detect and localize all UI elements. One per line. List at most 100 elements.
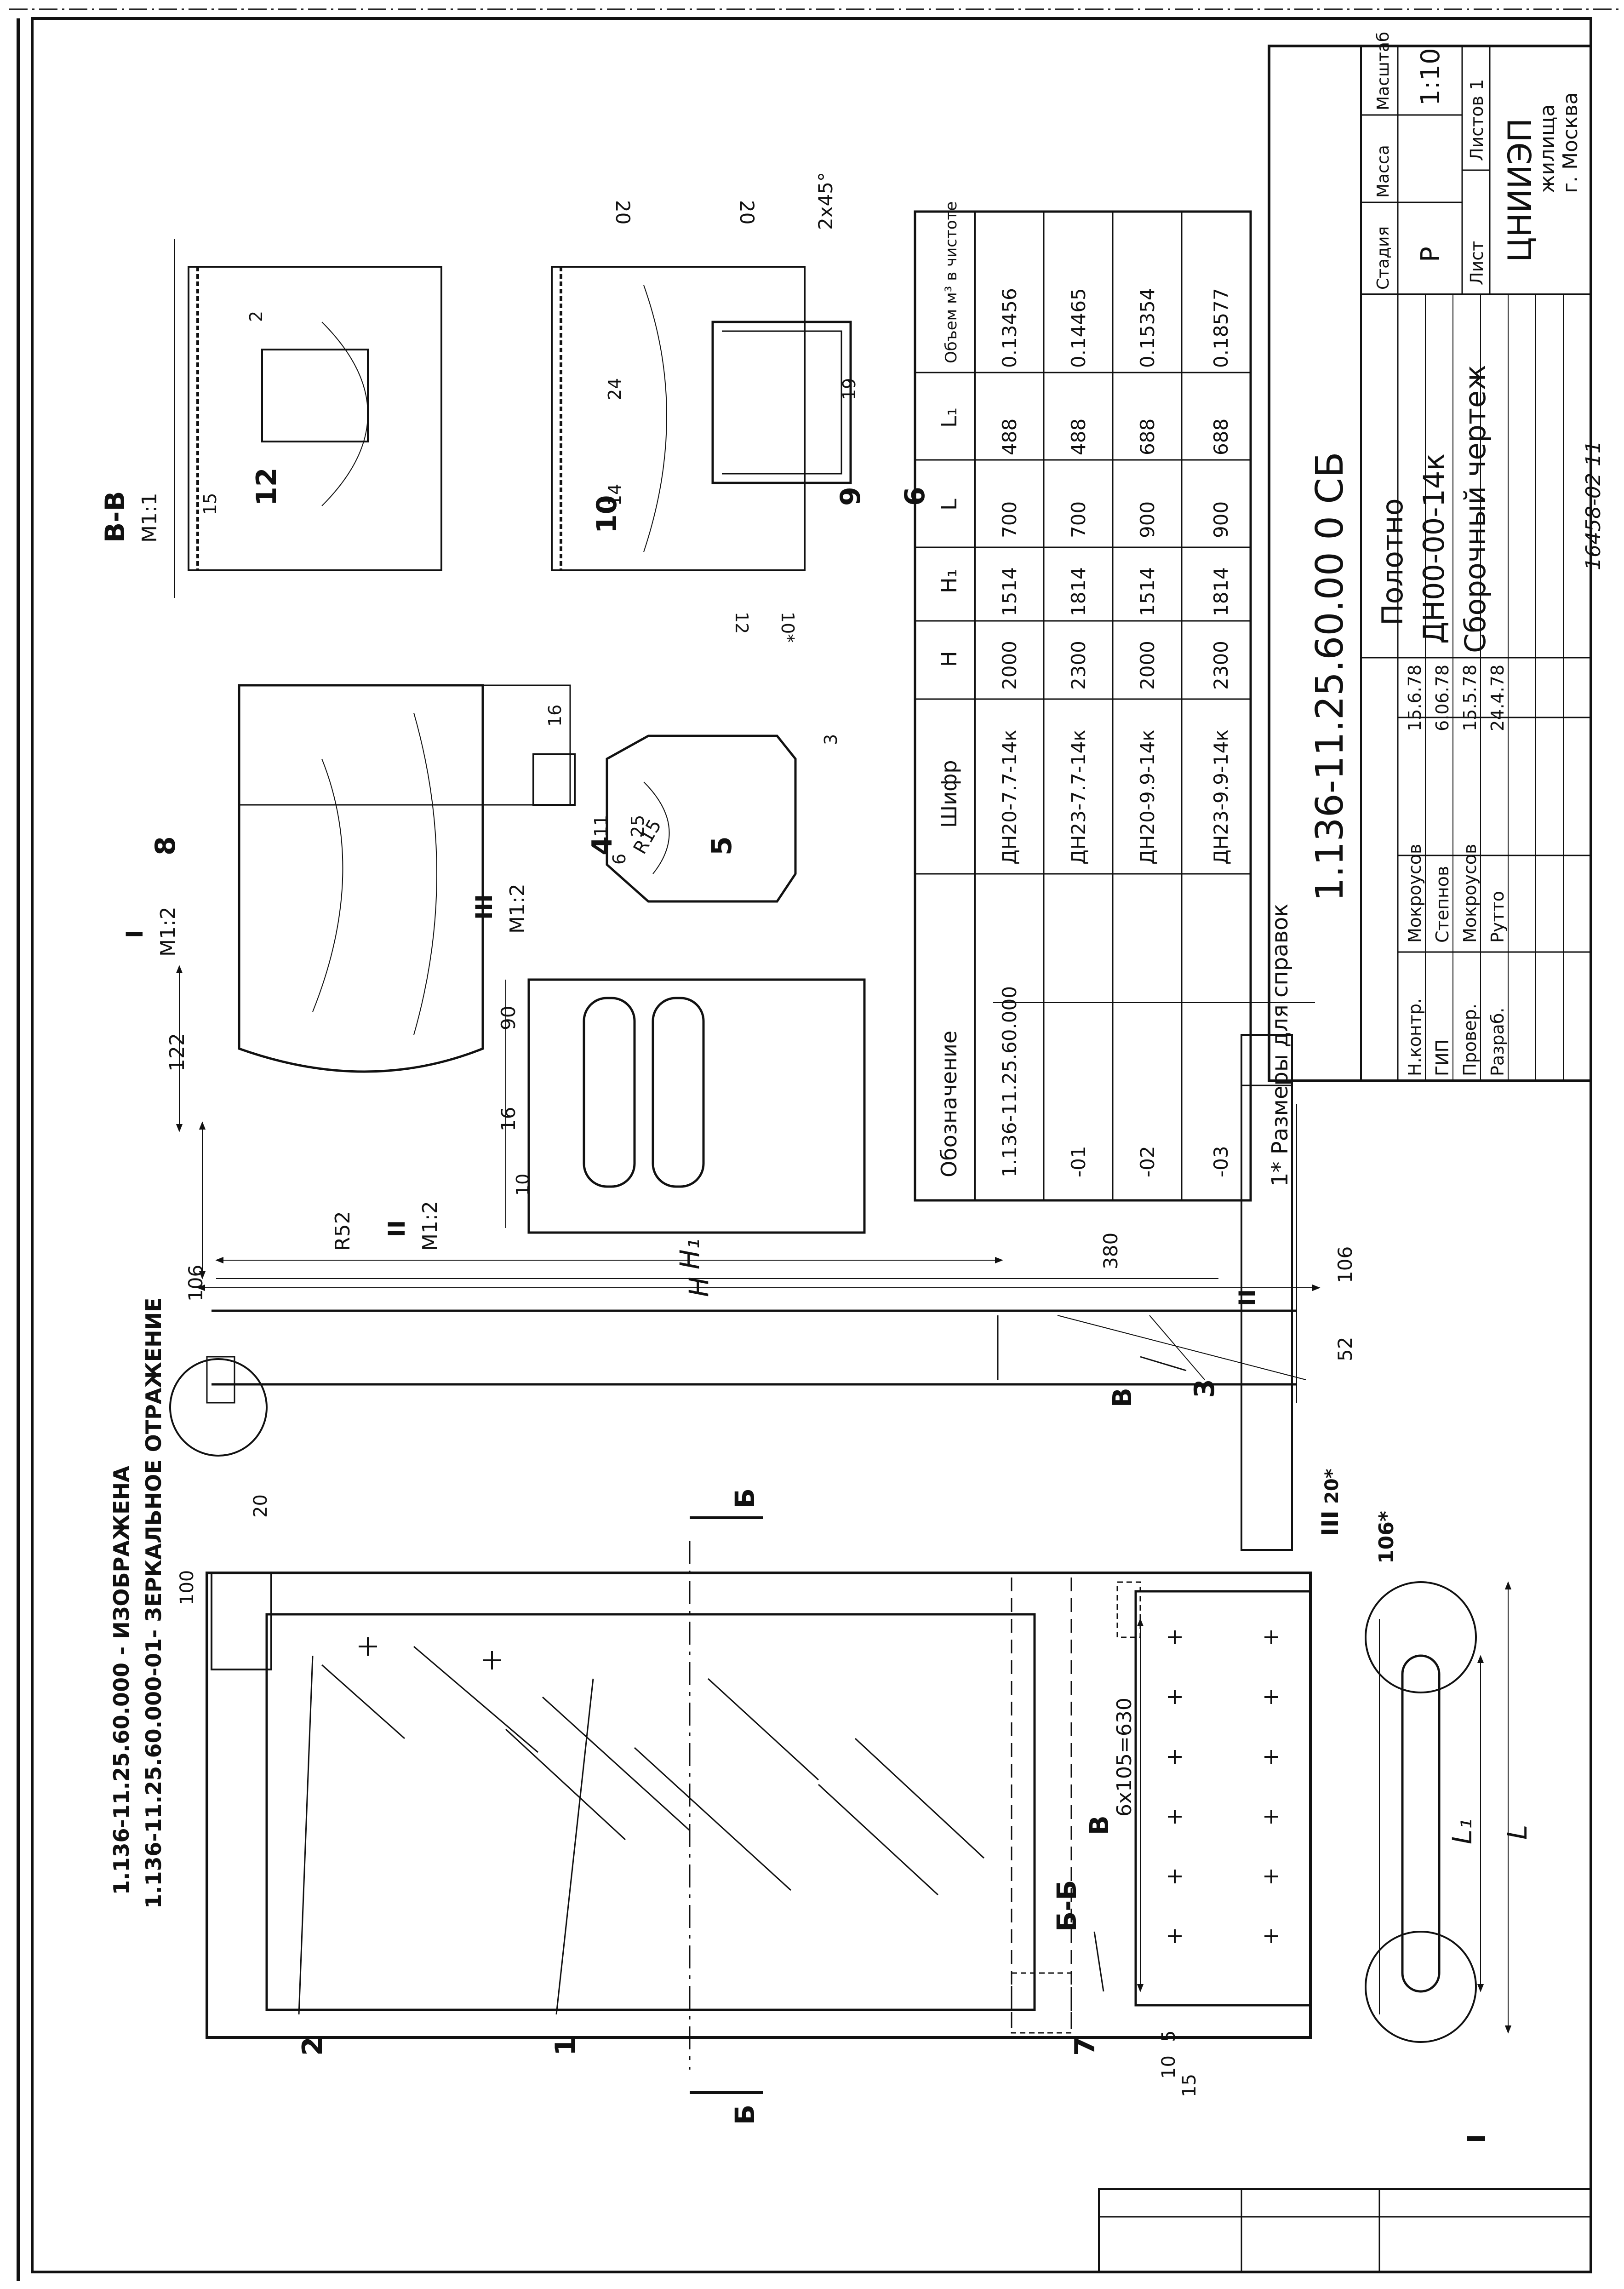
dim-14: 14 (605, 484, 625, 506)
spec-cell: 488 (998, 419, 1021, 455)
spec-cell: -01 (1067, 1146, 1090, 1177)
spec-cell: 0.18577 (1210, 288, 1232, 368)
title-block (1268, 45, 1592, 1082)
spec-cell: ДН23-7.7-14к (1067, 729, 1090, 865)
spec-table-header: Обозначение Шифр H H₁ L L₁ Объем м³ в чи… (937, 201, 961, 1177)
title-role-role: Н.контр. (1405, 998, 1425, 1076)
spec-cell: 1514 (1136, 567, 1159, 616)
dim-10-b: 10 (513, 1174, 533, 1196)
dim-H: H (683, 1277, 715, 1297)
dim-19: 19 (839, 378, 859, 400)
stage-header: Стадия (1374, 226, 1393, 290)
title-role-date: 15.6.78 (1405, 665, 1425, 731)
header-line-2: 1.136-11.25.60.000-01- ЗЕРКАЛЬНОЕ ОТРАЖЕ… (141, 1297, 166, 1909)
spec-cell: 900 (1210, 501, 1232, 538)
callout-4: 4 (586, 836, 618, 855)
view-3-label: III (471, 894, 497, 920)
section-bb-title: Б-Б (1051, 1880, 1082, 1932)
dim-2x45: 2х45° (814, 172, 837, 230)
dim-122: 122 (166, 1033, 189, 1072)
title-role-role: Провер. (1460, 1004, 1480, 1076)
archive-stamp: 16458-02 11 (1582, 441, 1605, 570)
title-role-date: 6.06.78 (1432, 665, 1452, 731)
circle-label-1: I (1462, 2134, 1491, 2143)
scale-value: 1:10 (1416, 48, 1446, 106)
spec-cell: 1.136-11.25.60.000 (998, 986, 1021, 1177)
dim-24: 24 (605, 378, 625, 400)
spec-cell: 0.14465 (1067, 288, 1090, 368)
callout-2: 2 (297, 2037, 329, 2056)
dim-12: 12 (732, 612, 752, 634)
view-1-label: I (121, 929, 148, 938)
callout-10: 10 (591, 495, 623, 534)
doc-number: 1.136-11.25.60.00 0 СБ (1308, 452, 1352, 901)
section-vv-title: В-В (99, 491, 131, 543)
spec-cell: 1514 (998, 567, 1021, 616)
spec-cell: -02 (1136, 1146, 1159, 1177)
dim-2: 2 (246, 311, 266, 322)
dim-6: 6 (609, 854, 629, 865)
th-designation: Обозначение (937, 1031, 961, 1177)
spec-cell: 2300 (1067, 641, 1090, 690)
header-line-1: 1.136-11.25.60.000 - ИЗОБРАЖЕНА (109, 1466, 134, 1895)
spec-cell: 688 (1210, 419, 1232, 455)
dim-L1: L₁ (1447, 1819, 1478, 1844)
spec-cell: 700 (1067, 501, 1090, 538)
callout-8: 8 (149, 836, 182, 855)
section-vv-scale: М1:1 (138, 493, 161, 543)
dim-3: 3 (821, 734, 841, 745)
dim-H1: H₁ (674, 1239, 705, 1269)
th-H: H (937, 651, 961, 667)
title-role-name: Степнов (1432, 866, 1452, 943)
spec-cell: 688 (1136, 419, 1159, 455)
spec-cell: 2000 (1136, 641, 1159, 690)
dim-380: 380 (1099, 1233, 1122, 1269)
dim-5: 5 (1158, 2031, 1179, 2042)
dim-100: 100 (177, 1570, 198, 1605)
dim-106: 106 (1334, 1246, 1356, 1283)
dim-630: 6х105=630 (1113, 1698, 1136, 1817)
spec-cell: 2000 (998, 641, 1021, 690)
spec-table-rows: 1.136-11.25.60.000ДН20-7.7-14к2000151470… (998, 288, 1232, 1177)
callout-1: 1 (549, 2037, 582, 2056)
section-bb-view (1365, 1581, 1512, 2043)
callout-9: 9 (835, 487, 867, 506)
spec-cell: ДН20-9.9-14к (1136, 729, 1159, 865)
spec-cell: 1814 (1210, 567, 1232, 616)
dim-15: 15 (1179, 2074, 1200, 2097)
title-role-name: Мокроусов (1460, 844, 1480, 943)
spec-cell: -03 (1210, 1146, 1232, 1177)
doc-name-1: Полотно (1376, 498, 1409, 625)
dim-106-top: 106 (184, 1265, 207, 1302)
th-code: Шифр (937, 760, 961, 828)
view-2-scale: М1:2 (418, 1201, 442, 1251)
title-role-name: Рутто (1487, 891, 1508, 943)
dim-20: 20 (250, 1494, 271, 1518)
th-H1: H₁ (937, 569, 961, 593)
callout-5: 5 (706, 836, 738, 855)
sheets-label: Листов 1 (1467, 79, 1487, 161)
stage-value: Р (1416, 247, 1446, 262)
door-front-view (206, 1516, 1312, 2094)
view-1-scale: М1:2 (156, 906, 180, 957)
dim-106-star: 106* (1375, 1511, 1398, 1564)
dim-16: 16 (545, 705, 565, 727)
th-L: L (937, 499, 961, 511)
callout-7: 7 (1069, 2037, 1101, 2056)
dim-25: 25 (628, 815, 648, 837)
detail-3-view (606, 734, 797, 903)
dim-10: 10 (1158, 2055, 1179, 2079)
drawing-frame (9, 8, 1618, 2281)
dim-20-a: 20 (612, 200, 634, 224)
title-role-date: 15.5.78 (1460, 665, 1480, 731)
section-mark-v-right: В (1108, 1388, 1138, 1407)
section-mark-b-top: Б (729, 1488, 761, 1509)
sheet-label: Лист (1467, 241, 1487, 285)
spec-cell: 900 (1136, 501, 1159, 538)
doc-name-3: Сборочный чертеж (1458, 365, 1492, 653)
section-vv-view (174, 239, 852, 598)
spec-table (914, 210, 1252, 1202)
view-2-label: II (383, 1220, 410, 1237)
detail-1-view (176, 684, 576, 1132)
